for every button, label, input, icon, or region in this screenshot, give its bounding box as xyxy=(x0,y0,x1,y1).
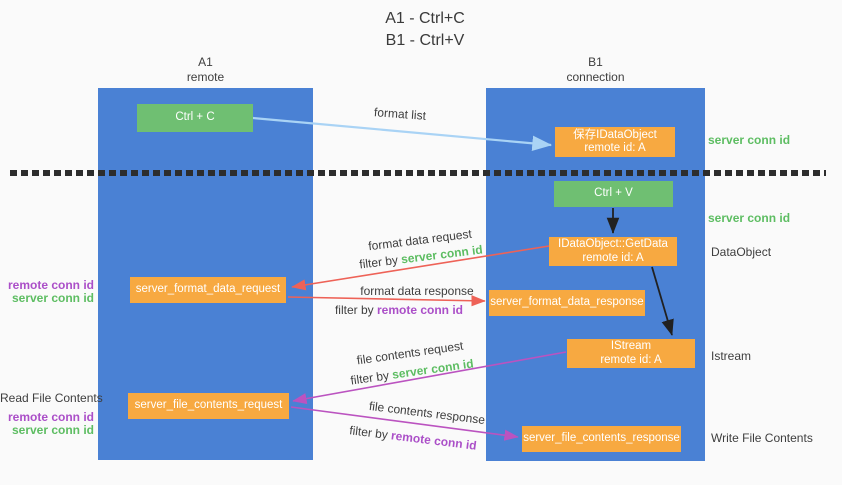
lane-a1-subtitle: remote xyxy=(186,70,225,84)
istream-side-label: Istream xyxy=(711,349,752,363)
server-format-data-request-label: server_format_data_request xyxy=(135,283,281,296)
server-conn-id-label-left-bottom: server conn id xyxy=(11,423,94,437)
title-line-2: B1 - Ctrl+V xyxy=(385,32,465,49)
ctrl-c-label: Ctrl + C xyxy=(175,111,215,124)
server-conn-id-label-mid: server conn id xyxy=(708,211,791,225)
remote-conn-id-label-bottom: remote conn id xyxy=(7,410,94,424)
read-file-contents-label: Read File Contents xyxy=(0,391,103,405)
server-format-data-response-node: server_format_data_response xyxy=(489,290,645,316)
server-file-contents-response-label: server_file_contents_response xyxy=(523,432,680,445)
ctrl-c-node: Ctrl + C xyxy=(137,104,253,132)
format-data-response-label: format data response xyxy=(360,284,474,298)
write-file-contents-label: Write File Contents xyxy=(711,431,813,445)
lane-header-a1: A1 remote xyxy=(98,55,313,85)
server-conn-id-label-left-mid: server conn id xyxy=(11,291,94,305)
lane-a1-title: A1 xyxy=(198,55,213,69)
istream-line1: IStream xyxy=(610,340,652,352)
format-data-response-filter-label: filter by remote conn id xyxy=(319,303,479,317)
istream-line2: remote id: A xyxy=(600,353,662,366)
getdata-node: IDataObject::GetData remote id: A xyxy=(549,237,677,266)
server-conn-id-label-top: server conn id xyxy=(708,133,791,147)
istream-node: IStream remote id: A xyxy=(567,339,695,368)
title-line-1: A1 - Ctrl+C xyxy=(385,10,465,27)
filter-by-text: filter by xyxy=(358,252,399,272)
getdata-line1: IDataObject::GetData xyxy=(558,238,668,250)
save-dataobject-line1: 保存IDataObject xyxy=(573,128,657,141)
dataobject-label: DataObject xyxy=(711,245,772,259)
save-dataobject-line2: remote id: A xyxy=(584,142,646,154)
ctrl-v-label: Ctrl + V xyxy=(594,187,633,200)
server-format-data-response-label: server_format_data_response xyxy=(490,296,644,309)
lane-b1-title: B1 xyxy=(588,55,603,69)
getdata-line2: remote id: A xyxy=(582,251,644,264)
server-file-contents-response-node: server_file_contents_response xyxy=(522,426,681,452)
lane-b1-subtitle: connection xyxy=(566,70,625,84)
filter-by-text: filter by xyxy=(349,368,390,388)
server-format-data-request-node: server_format_data_request xyxy=(130,277,286,303)
remote-conn-id-label-mid: remote conn id xyxy=(7,278,94,292)
file-contents-response-label: file contents response xyxy=(368,398,486,428)
copy-paste-divider-line xyxy=(10,170,826,176)
server-file-contents-request-label: server_file_contents_request xyxy=(134,399,283,412)
filter-by-text: filter by xyxy=(348,423,389,442)
ctrl-v-node: Ctrl + V xyxy=(554,181,673,207)
format-list-label: format list xyxy=(373,105,427,123)
save-dataobject-node: 保存IDataObject remote id: A xyxy=(555,127,675,157)
diagram-title: A1 - Ctrl+C B1 - Ctrl+V xyxy=(330,8,520,52)
filter-remote-conn-id: remote conn id xyxy=(390,428,478,453)
filter-by-text: filter by xyxy=(334,303,374,317)
server-file-contents-request-node: server_file_contents_request xyxy=(128,393,289,419)
lane-header-b1: B1 connection xyxy=(486,55,705,85)
filter-remote-conn-id: remote conn id xyxy=(377,303,464,317)
file-contents-response-filter-label: filter by remote conn id xyxy=(333,421,494,454)
